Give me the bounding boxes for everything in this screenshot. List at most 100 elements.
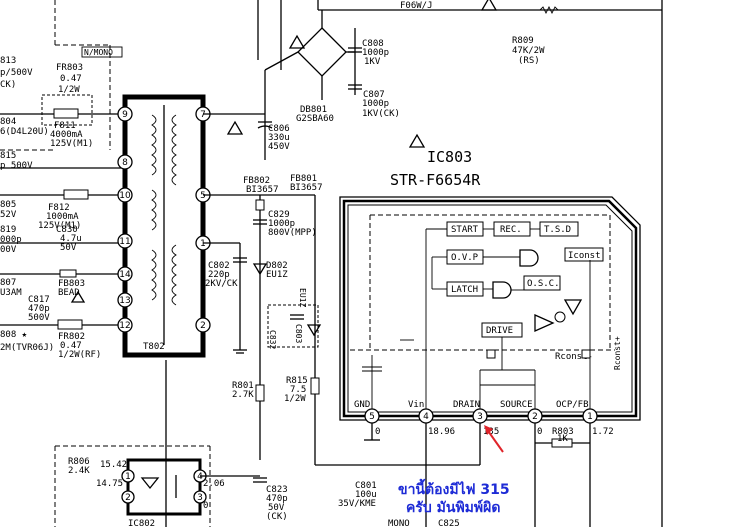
ic-pin-vin-name: Vin <box>408 400 424 410</box>
label-c801v: 100u <box>355 490 377 500</box>
label-fr802v: 0.47 <box>60 341 82 351</box>
diode-d802 <box>252 263 268 276</box>
transformer-t802-frame <box>122 94 206 358</box>
resistor-r801 <box>255 384 265 402</box>
label-r813: 813 <box>0 56 16 66</box>
ic-pin-5-label: 5 <box>369 412 375 422</box>
ic-pin-2-label: 2 <box>532 412 538 422</box>
gate-and <box>492 281 512 299</box>
label-c808w: 1KV <box>364 57 381 67</box>
label-c830v: 4.7u <box>60 234 82 244</box>
label-ic803: IC803 <box>427 148 472 166</box>
ic-pin-4-label: 4 <box>423 412 429 422</box>
pin-t2-label: 2 <box>200 321 206 331</box>
label-r807: 807 <box>0 278 16 288</box>
label-c807: C807 <box>363 90 385 100</box>
fuse-f811-box <box>41 94 93 126</box>
label-c806v: 330u <box>268 133 290 143</box>
wire-bridge-left <box>264 51 299 71</box>
label-f811v: 4000mA <box>50 130 83 140</box>
label-mono: N/MONO <box>84 48 113 57</box>
bridge-db801 <box>297 27 347 77</box>
comparator-2 <box>563 299 583 316</box>
label-c802w: 2KV/CK <box>205 279 238 289</box>
label-r803: R803 <box>552 427 574 437</box>
block-iconst-label: Iconst <box>568 251 601 261</box>
label-db801v: G2SBA60 <box>296 114 334 124</box>
label-c808v: 1000p <box>362 48 389 58</box>
label-rconst: Rconst- <box>555 352 593 362</box>
opto-pin-4-label: 4 <box>197 472 203 482</box>
label-f811: F811 <box>54 121 76 131</box>
fuse-f811-symbol <box>53 108 79 119</box>
label-r809v: 47K/2W <box>512 46 545 56</box>
diode-eu1z <box>306 324 322 337</box>
label-fb803: FB803 <box>58 279 85 289</box>
pin-t9 <box>117 106 133 122</box>
label-r815l: 815 <box>0 151 16 161</box>
voltage-gnd: 0 <box>375 427 380 437</box>
label-r815: R815 <box>286 376 308 386</box>
opto-pin-2 <box>121 490 135 504</box>
label-c830w: 50V <box>60 243 77 253</box>
label-c817w: 500V <box>28 313 50 323</box>
opto-voltage-1: 15.42 <box>100 460 127 470</box>
label-r808: 808 ★ <box>0 330 28 340</box>
warning-icon-bridge <box>288 34 306 49</box>
label-f812: F812 <box>48 203 70 213</box>
label-fr802w: 1/2W(RF) <box>58 350 101 360</box>
pin-t13 <box>117 292 133 308</box>
pin-t8 <box>117 154 133 170</box>
label-r809w: (RS) <box>518 56 540 66</box>
pin-t14-label: 14 <box>119 270 131 280</box>
label-fr803v: 0.47 <box>60 74 82 84</box>
pin-t11-label: 11 <box>119 237 130 247</box>
label-r815v: 7.5 <box>290 385 306 395</box>
ic803-outline-outer <box>339 196 641 421</box>
label-c829w: 800V(MPP) <box>268 228 317 238</box>
label-t802: T802 <box>143 342 165 352</box>
label-d802v: EU1Z <box>266 270 288 280</box>
pin-t9-label: 9 <box>122 110 128 120</box>
pin-t12 <box>117 317 133 333</box>
block-rec-label: REC. <box>500 225 522 235</box>
label-c802v: 220p <box>208 270 230 280</box>
block-osc-label: O.S.C. <box>527 279 560 289</box>
label-fr803: FR803 <box>56 63 83 73</box>
label-r813c: CK) <box>0 80 16 90</box>
label-c802: C802 <box>208 261 230 271</box>
label-f812v: 1000mA <box>46 212 79 222</box>
label-f812w: 125V(M1) <box>38 221 81 231</box>
bead-fb803 <box>59 269 77 278</box>
label-fb801v: BI3657 <box>290 183 323 193</box>
ic-res-2 <box>581 349 591 359</box>
resistor-fr802 <box>57 319 83 330</box>
label-r808b: 2M(TVR06J) <box>0 343 54 353</box>
label-c803: C803 <box>294 324 303 343</box>
label-c817: C817 <box>28 295 50 305</box>
label-f811w: 125V(M1) <box>50 139 93 149</box>
ic803-outline-mid <box>342 199 638 418</box>
pin-t12-label: 12 <box>119 321 130 331</box>
coil-low <box>151 249 157 301</box>
label-ic802: IC802 <box>128 519 155 527</box>
label-c823w: 50V <box>268 503 285 513</box>
label-fr802: FR802 <box>58 332 85 342</box>
bead-fb802 <box>255 199 265 211</box>
ic-pin-1-label: 1 <box>587 412 593 422</box>
opto-ic802-frame <box>126 458 202 516</box>
pin-t11 <box>117 233 133 249</box>
label-r805v: 52V <box>0 210 17 220</box>
warning-icon-c806 <box>226 120 244 135</box>
ic803-outline-inner <box>347 204 633 413</box>
fuse-f812-symbol <box>63 189 89 200</box>
pin-t8-label: 8 <box>122 158 128 168</box>
ic-res-1 <box>486 349 496 359</box>
label-r803v: 1K <box>557 434 568 444</box>
label-r801v: 2.7K <box>232 390 254 400</box>
coil-primary <box>151 114 157 176</box>
label-c807v: 1000p <box>362 99 389 109</box>
label-r807v: U3AM <box>0 288 22 298</box>
pin-t5-label: 5 <box>200 191 206 201</box>
